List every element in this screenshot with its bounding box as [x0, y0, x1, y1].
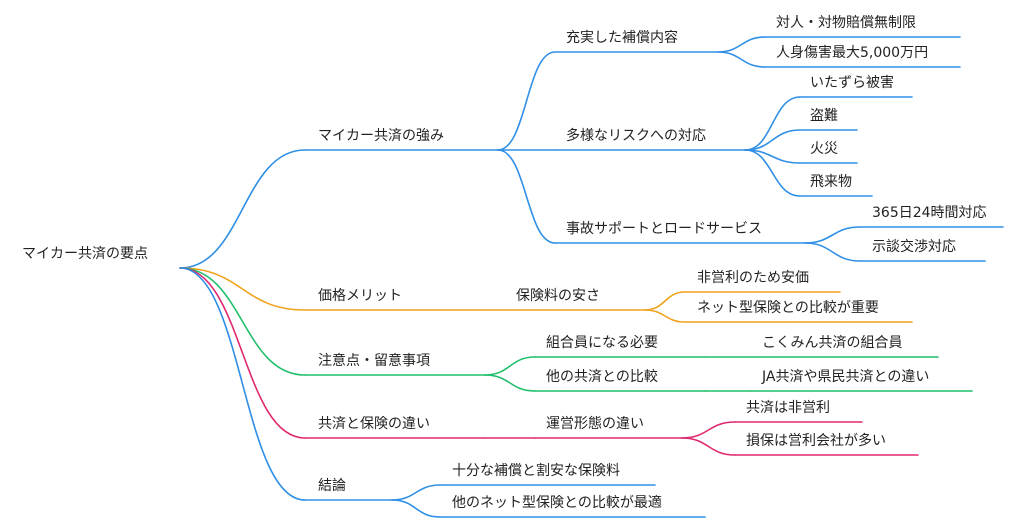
topic-link [391, 499, 441, 518]
branch-link [179, 267, 306, 501]
branch-node: 価格メリット [318, 288, 402, 304]
leaf-node: JA共済や県民共済との違い [762, 369, 930, 385]
leaf-link [804, 242, 861, 262]
branch-link [179, 267, 306, 376]
topic-link [484, 374, 536, 392]
leaf-link [744, 96, 801, 151]
branch-link [179, 149, 306, 269]
leaf-node: いたずら被害 [810, 75, 894, 91]
leaf-node: 非営利のため安価 [697, 270, 809, 286]
leaf-node: 盗難 [810, 108, 838, 124]
topic-node: 充実した補償内容 [566, 30, 678, 46]
leaf-node: 人身傷害最大5,000万円 [776, 45, 929, 61]
leaf-link [717, 51, 766, 68]
leaf-node: 共済は非営利 [746, 400, 830, 416]
leaf-link [681, 421, 736, 439]
topic-node: 運営形態の違い [546, 416, 644, 432]
topic-link [484, 356, 536, 376]
leaf-node: 365日24時間対応 [872, 205, 987, 221]
branch-node: マイカー共済の強み [318, 128, 444, 144]
leaf-link [744, 149, 801, 197]
leaf-node: 飛来物 [810, 174, 852, 190]
topic-link [391, 484, 441, 501]
leaf-link [644, 291, 686, 311]
topic-node: 多様なリスクへの対応 [566, 128, 706, 144]
leaf-node: 損保は営利会社が多い [746, 433, 886, 449]
topic-link [497, 149, 556, 244]
leaf-link [717, 36, 766, 53]
leaf-link [681, 437, 736, 456]
branch-node: 注意点・留意事項 [318, 353, 430, 369]
branch-link [179, 267, 306, 311]
topic-node: 組合員になる必要 [546, 335, 658, 351]
leaf-node: 火災 [810, 141, 838, 157]
topic-node: 保険料の安さ [516, 288, 600, 304]
topic-node: 他の共済との比較 [546, 369, 658, 385]
leaf-node: ネット型保険との比較が重要 [697, 300, 879, 316]
leaf-node: こくみん共済の組合員 [762, 335, 903, 351]
branch-link [179, 267, 306, 439]
leaf-node: 示談交渉対応 [872, 239, 956, 255]
leaf-link [804, 226, 861, 244]
leaf-node: 対人・対物賠償無制限 [776, 15, 916, 31]
leaf-link [744, 129, 801, 151]
root-node: マイカー共済の要点 [22, 246, 148, 262]
topic-link [497, 51, 556, 151]
topic-node: 十分な補償と割安な保険料 [452, 463, 620, 479]
branch-node: 結論 [318, 478, 346, 494]
branch-node: 共済と保険の違い [318, 416, 430, 432]
leaf-link [644, 309, 686, 323]
topic-node: 事故サポートとロードサービス [566, 221, 762, 237]
topic-node: 他のネット型保険との比較が最適 [452, 495, 662, 511]
